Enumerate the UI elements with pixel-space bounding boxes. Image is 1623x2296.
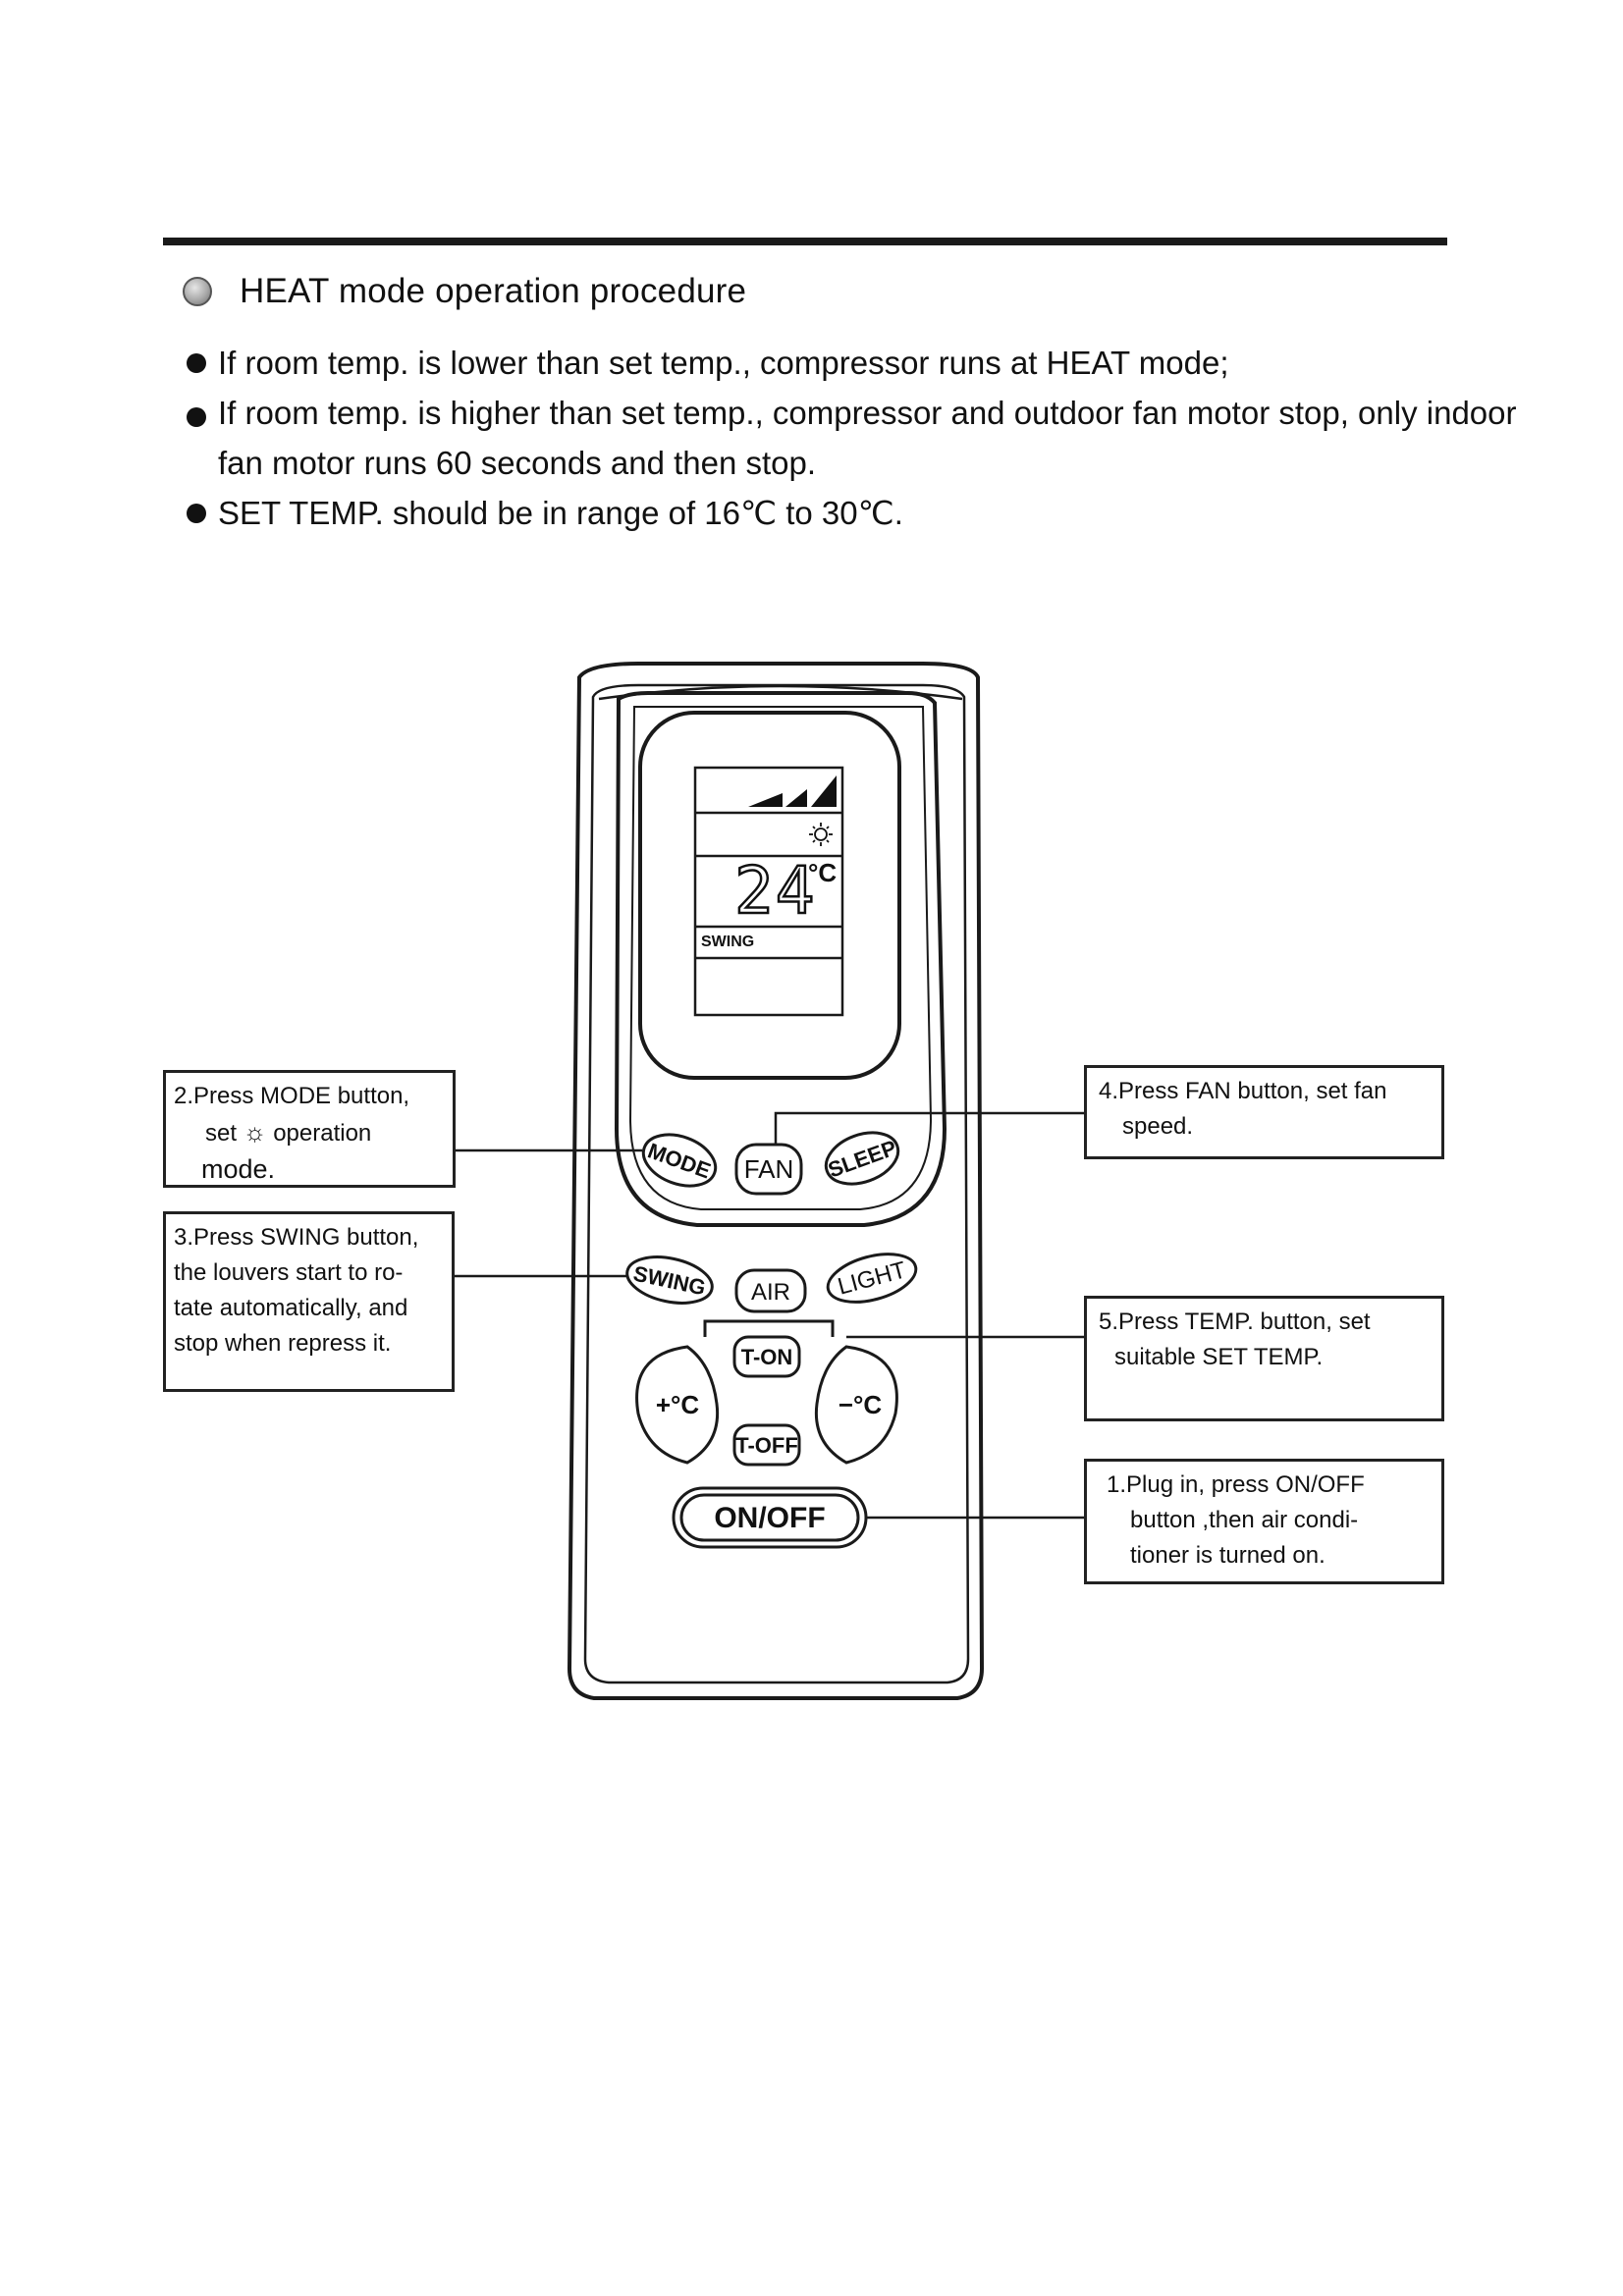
air-button[interactable] (734, 1268, 807, 1313)
bullet-item: If room temp. is higher than set temp., … (187, 388, 1522, 438)
leader-fan (774, 1111, 1084, 1145)
lcd-swing-label: SWING (701, 934, 754, 950)
callout-swing: 3.Press SWING button, the louvers start … (163, 1211, 455, 1392)
screen-surround (614, 691, 947, 1227)
temp-down-label: −°C (839, 1390, 883, 1419)
section-heading: HEAT mode operation procedure (183, 267, 746, 316)
callout-fan: 4.Press FAN button, set fan speed. (1084, 1065, 1444, 1159)
swing-button[interactable] (622, 1250, 716, 1309)
fan-speed-icon (748, 775, 837, 807)
light-button[interactable] (823, 1246, 921, 1310)
lcd-unit: °C (808, 858, 837, 887)
bullet-list: If room temp. is lower than set temp., c… (187, 338, 1522, 538)
fan-button-label: FAN (744, 1154, 794, 1184)
display-window (638, 711, 901, 1080)
temp-up-label: +°C (656, 1390, 700, 1419)
fan-button[interactable] (734, 1143, 803, 1196)
bullet-dot-icon (187, 504, 206, 523)
t-on-button-label: T-ON (741, 1345, 793, 1369)
sleep-button[interactable] (819, 1123, 905, 1193)
bullet-item: If room temp. is lower than set temp., c… (187, 338, 1522, 388)
air-button-label: AIR (751, 1279, 790, 1306)
callout-onoff: 1.Plug in, press ON/OFF button ,then air… (1084, 1459, 1444, 1584)
t-off-button[interactable] (732, 1423, 801, 1467)
bullet-continuation: fan motor runs 60 seconds and then stop. (218, 445, 817, 481)
on-off-button[interactable] (679, 1493, 860, 1542)
callout-mode: 2.Press MODE button, set ☼ operation mod… (163, 1070, 456, 1188)
on-off-button-label: ON/OFF (714, 1502, 825, 1534)
bullet-dot-icon (187, 353, 206, 373)
mode-button[interactable] (636, 1125, 723, 1195)
t-on-button[interactable] (732, 1335, 801, 1378)
callout-temp: 5.Press TEMP. button, set suitable SET T… (1084, 1296, 1444, 1421)
sun-icon (809, 823, 833, 846)
top-rule (163, 238, 1447, 245)
temp-down-button[interactable] (814, 1345, 898, 1465)
bullet-dot-icon (187, 407, 206, 427)
heading-bullet-icon (183, 277, 212, 306)
t-off-button-label: T-OFF (735, 1433, 798, 1458)
lcd-screen (693, 766, 844, 1017)
temp-up-button[interactable] (635, 1345, 720, 1465)
heading-text: HEAT mode operation procedure (240, 272, 747, 310)
lcd-temperature: 24 (734, 853, 816, 929)
sun-icon: ☼ (243, 1117, 267, 1147)
bullet-item: SET TEMP. should be in range of 16℃ to 3… (187, 488, 1522, 538)
remote-inner-edge (583, 683, 970, 1684)
remote-body (567, 662, 985, 1700)
